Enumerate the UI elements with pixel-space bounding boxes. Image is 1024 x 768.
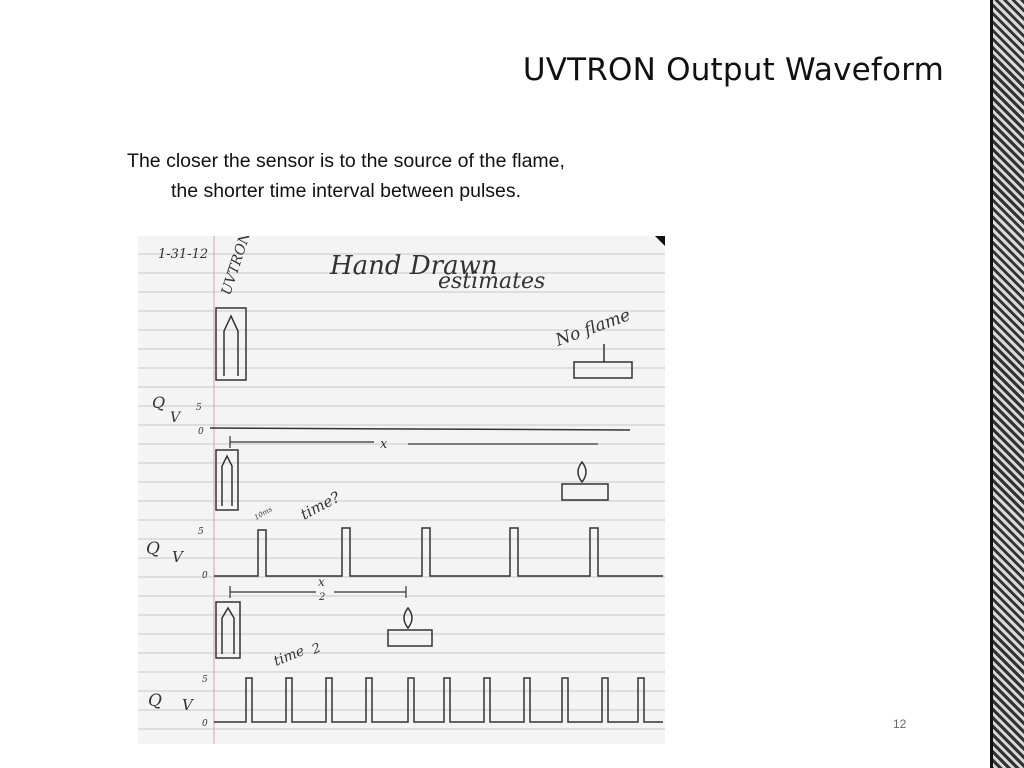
level-high-1: 5 <box>196 403 202 413</box>
sensor-drawing-3 <box>215 601 241 659</box>
subtitle-line-2: the shorter time interval between pulses… <box>170 180 522 202</box>
waveform-far-flame <box>214 527 663 577</box>
subtitle-line-1: The closer the sensor is to the source o… <box>127 150 565 172</box>
level-high-2: 5 <box>198 527 204 537</box>
level-low-3: 0 <box>202 719 208 729</box>
v-label-2: V <box>172 548 185 566</box>
slide-subtitle: The closer the sensor is to the source o… <box>40 146 652 206</box>
slide-title: UVTRON Output Waveform <box>522 52 944 88</box>
decorative-border <box>990 0 1024 768</box>
distance-half-x <box>229 586 407 598</box>
level-low-1: 0 <box>198 427 204 437</box>
sketch-heading-line2: estimates <box>438 269 545 294</box>
q-label-2: Q <box>146 539 160 559</box>
q-label-1: Q <box>152 393 165 412</box>
distance-half-numerator: x <box>318 575 325 589</box>
level-low-2: 0 <box>202 571 208 581</box>
hand-drawn-sketch: 1-31-12 Hand Drawn estimates UVTRON No f… <box>138 236 665 744</box>
v-label-1: V <box>170 410 182 426</box>
flame-drawing-far <box>561 460 609 501</box>
slide: UVTRON Output Waveform The closer the se… <box>40 52 944 744</box>
sketch-date: 1-31-12 <box>158 247 208 262</box>
distance-x <box>229 436 598 448</box>
waveform-no-flame <box>209 427 631 431</box>
distance-half-denominator: 2 <box>318 592 325 603</box>
distance-x-label: x <box>380 437 388 452</box>
waveform-close-flame <box>214 677 663 723</box>
no-flame-drawing <box>573 344 633 379</box>
sensor-drawing-2 <box>215 449 239 511</box>
page-number: 12 <box>893 717 907 731</box>
level-high-3: 5 <box>202 675 208 685</box>
ruled-lines <box>138 253 665 730</box>
flame-drawing-close <box>387 606 433 647</box>
sketch-heading-line1: Hand Drawn <box>329 251 498 281</box>
sensor-drawing-1 <box>215 307 247 381</box>
v-label-3: V <box>182 696 195 714</box>
q-label-3: Q <box>148 691 162 711</box>
